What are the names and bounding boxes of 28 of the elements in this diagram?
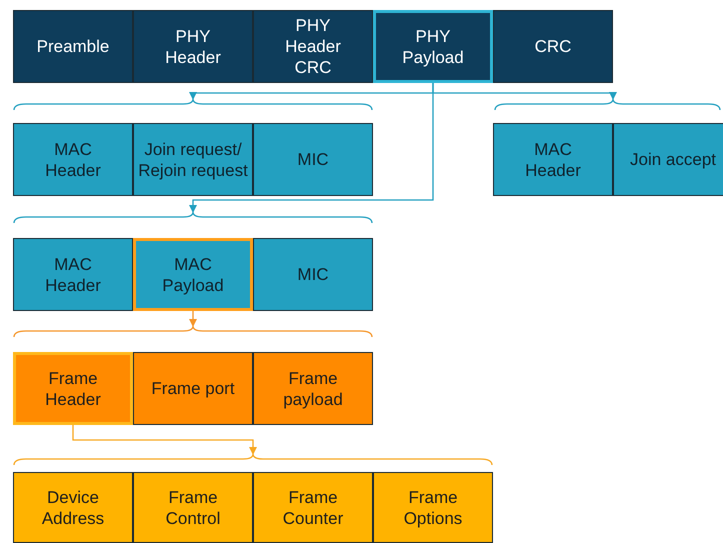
arrow [189, 311, 197, 327]
brace [494, 98, 721, 110]
arrow [189, 83, 434, 213]
field-cell: Preamble [13, 10, 133, 83]
field-cell: Frame Counter [253, 472, 373, 543]
field-cell: Frame Control [133, 472, 253, 543]
arrow [72, 425, 257, 455]
brace [13, 211, 373, 224]
field-cell: MAC Header [13, 123, 133, 196]
field-cell: PHY Header CRC [253, 10, 373, 83]
field-cell: Device Address [13, 472, 133, 543]
brace [13, 325, 373, 338]
field-cell: MIC [253, 123, 373, 196]
field-cell: Join accept [613, 123, 723, 196]
field-cell: MAC Payload [133, 238, 253, 311]
field-cell: PHY Header [133, 10, 253, 83]
field-cell: Frame Header [13, 352, 133, 425]
field-cell: Join request/ Rejoin request [133, 123, 253, 196]
field-cell: MAC Header [13, 238, 133, 311]
field-cell: PHY Payload [373, 10, 493, 83]
field-cell: Frame Options [373, 472, 493, 543]
field-cell: Frame payload [253, 352, 373, 425]
field-cell: Frame port [133, 352, 253, 425]
brace [13, 98, 373, 110]
field-cell: CRC [493, 10, 613, 83]
brace [13, 453, 493, 466]
field-cell: MIC [253, 238, 373, 311]
field-cell: MAC Header [493, 123, 613, 196]
